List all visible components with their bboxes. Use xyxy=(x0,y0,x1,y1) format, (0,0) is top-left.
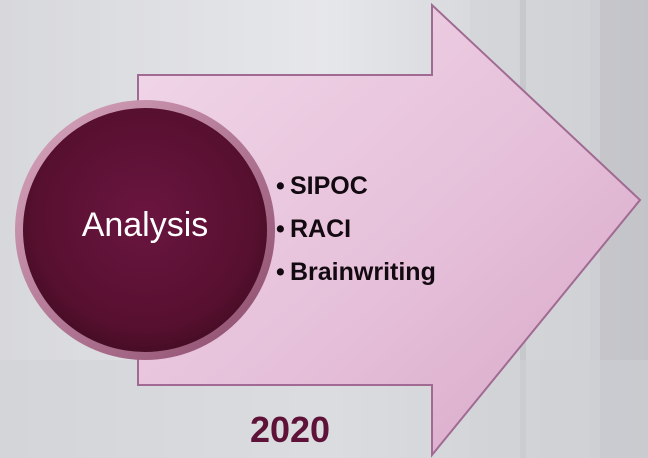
circle-label: Analysis xyxy=(81,206,209,244)
bullet-icon: • xyxy=(276,172,285,200)
year-label: 2020 xyxy=(249,409,331,450)
bullet-icon: • xyxy=(276,258,285,286)
item-text: Brainwriting xyxy=(290,258,436,286)
item-text: RACI xyxy=(290,215,352,243)
item-list: •SIPOC •RACI •Brainwriting xyxy=(276,165,436,294)
list-item: •SIPOC xyxy=(276,165,436,208)
list-item: •Brainwriting xyxy=(276,251,436,294)
arrow-shape xyxy=(137,2,642,458)
list-item: •RACI xyxy=(276,208,436,251)
circle-badge xyxy=(23,108,267,352)
item-text: SIPOC xyxy=(290,172,368,200)
bullet-icon: • xyxy=(276,215,285,243)
